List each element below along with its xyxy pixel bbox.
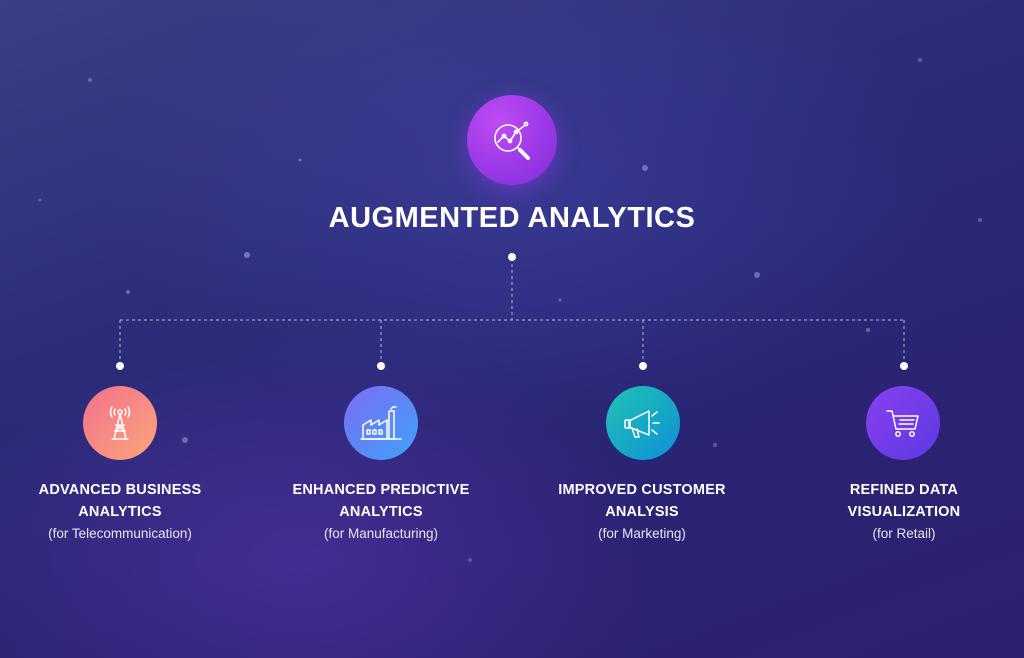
branch-text-marketing: IMPROVED CUSTOMER ANALYSIS (for Marketin… <box>527 479 757 545</box>
branch-circle-telecom <box>83 386 157 460</box>
connector-dot-1 <box>116 362 124 370</box>
branch-title-line1: REFINED DATA <box>849 482 959 498</box>
branch-subtitle: (for Retail) <box>872 526 936 541</box>
branch-title-line2: VISUALIZATION <box>847 504 961 520</box>
megaphone-icon <box>624 410 660 438</box>
branch-circle-manufacturing <box>344 386 418 460</box>
branch-title-line2: ANALYTICS <box>78 504 162 520</box>
branch-text-retail: REFINED DATA VISUALIZATION (for Retail) <box>789 479 1019 545</box>
factory-icon <box>360 406 402 440</box>
branch-title-line1: ENHANCED PREDICTIVE <box>292 482 470 498</box>
connector-dot-root <box>508 253 516 261</box>
branch-text-telecom: ADVANCED BUSINESS ANALYTICS (for Telecom… <box>5 479 235 545</box>
connector-dot-2 <box>377 362 385 370</box>
branch-subtitle: (for Manufacturing) <box>323 526 439 541</box>
radio-tower-icon <box>109 406 131 440</box>
branch-title-line2: ANALYSIS <box>605 504 679 520</box>
connector-dot-4 <box>900 362 908 370</box>
shopping-cart-icon <box>886 410 919 437</box>
magnifier-chart-icon <box>494 121 530 160</box>
branch-title-line2: ANALYTICS <box>339 504 423 520</box>
branch-title-line1: ADVANCED BUSINESS <box>38 482 202 498</box>
branch-circle-retail <box>866 386 940 460</box>
main-title: AUGMENTED ANALYTICS <box>328 202 696 234</box>
branch-title-line1: IMPROVED CUSTOMER <box>558 482 726 498</box>
branch-subtitle: (for Telecommunication) <box>48 526 192 541</box>
branch-text-manufacturing: ENHANCED PREDICTIVE ANALYTICS (for Manuf… <box>266 479 496 545</box>
connector-dot-3 <box>639 362 647 370</box>
main-node-circle <box>467 95 557 185</box>
branch-subtitle: (for Marketing) <box>598 526 686 541</box>
branch-circle-marketing <box>606 386 680 460</box>
